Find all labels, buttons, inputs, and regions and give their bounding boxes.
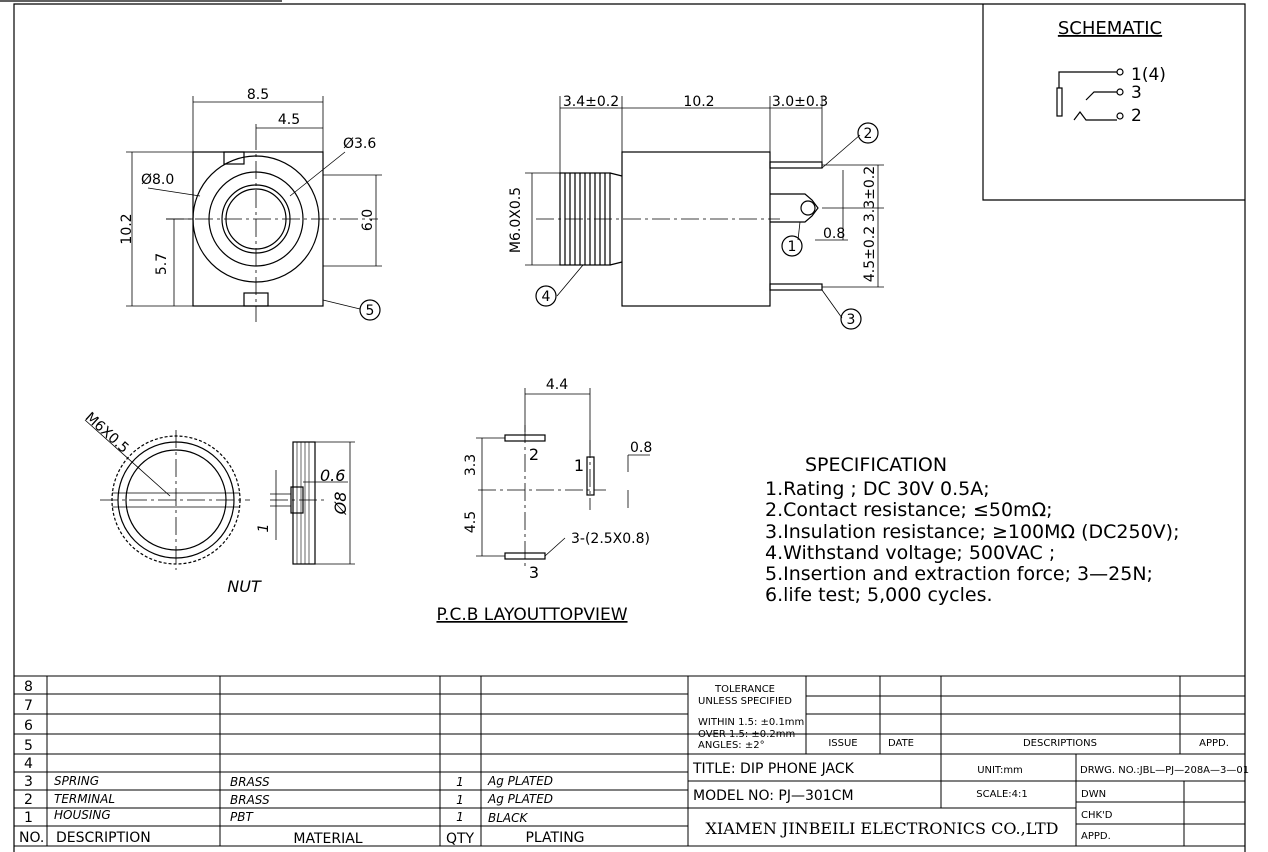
tolerance-title: TOLERANCE	[714, 684, 775, 695]
part-qty: 1	[456, 775, 464, 789]
tolerance-value: WITHIN 1.5: ±0.1mm	[698, 717, 804, 728]
schematic-title: SCHEMATIC	[1058, 18, 1162, 39]
row-number: 3	[24, 774, 33, 790]
pin-length-dim: 3.0±0.3	[772, 94, 828, 110]
part-plating: Ag PLATED	[487, 774, 553, 788]
part-plating: BLACK	[488, 811, 529, 825]
schematic-pin-2: 2	[1131, 106, 1142, 126]
row-number: 2	[24, 792, 33, 808]
header-description: DESCRIPTION	[56, 830, 151, 846]
part-material: PBT	[230, 810, 254, 824]
header-material: MATERIAL	[293, 831, 362, 847]
nut-slot-dim: 1	[256, 524, 272, 533]
tolerance-subtitle: UNLESS SPECIFIED	[698, 696, 792, 707]
schematic: SCHEMATIC 1(4) 3 2	[982, 4, 1245, 201]
rev-header-issue: ISSUE	[828, 738, 857, 749]
title-block: 8 7 6 5 4 3 2 1 SPRING BRASS 1 Ag PLATED…	[14, 675, 1249, 847]
callout-3: 3	[847, 312, 856, 328]
front-width-dim: 8.5	[247, 87, 269, 103]
dwn-label: DWN	[1081, 789, 1106, 800]
specification: SPECIFICATION 1.Rating ; DC 30V 0.5A; 2.…	[765, 454, 1179, 606]
part-qty: 1	[456, 810, 464, 824]
nut-thickness-dim: 0.6	[320, 466, 345, 485]
row-number: 5	[24, 738, 33, 754]
rev-header-date: DATE	[888, 738, 914, 749]
front-thread-height-dim: 6.0	[360, 209, 376, 231]
pcb-pin-width-dim: 0.8	[630, 440, 652, 456]
part-description: HOUSING	[54, 808, 111, 822]
pcb-layout: 4.4 0.8 3.3 4.5 3-(2.5X0.8) 2 1 3 P.C.B …	[436, 377, 652, 625]
part-material: BRASS	[230, 775, 270, 789]
tolerance-value: OVER 1.5: ±0.2mm	[698, 729, 795, 740]
row-number: 1	[24, 810, 33, 826]
schematic-pin-1: 1(4)	[1131, 65, 1166, 85]
tolerance-value: ANGLES: ±2°	[698, 740, 765, 751]
spec-item: 2.Contact resistance; ≤50mΩ;	[765, 499, 1053, 521]
nut-label: NUT	[227, 577, 262, 596]
spec-item: 3.Insulation resistance; ≥100MΩ (DC250V)…	[765, 521, 1179, 543]
pcb-pin-2: 2	[529, 445, 539, 464]
part-plating: Ag PLATED	[487, 792, 553, 806]
appd-label: APPD.	[1081, 831, 1111, 842]
scale: SCALE:4:1	[976, 789, 1028, 800]
outer-diameter-dim: Ø8.0	[141, 172, 174, 188]
pcb-width-dim: 4.4	[546, 377, 568, 393]
callout-2: 2	[864, 126, 873, 142]
pcb-top-spacing-dim: 3.3	[463, 454, 479, 476]
drawing-title: TITLE: DIP PHONE JACK	[692, 761, 855, 777]
front-height-dim: 10.2	[119, 213, 135, 244]
rev-header-appd: APPD.	[1199, 738, 1229, 749]
company-name: XIAMEN JINBEILI ELECTRONICS CO.,LTD	[705, 819, 1058, 838]
header-plating: PLATING	[525, 830, 584, 846]
pcb-bottom-spacing-dim: 4.5	[463, 511, 479, 533]
spec-title: SPECIFICATION	[805, 454, 947, 476]
row-number: 6	[24, 718, 33, 734]
front-view: 8.5 4.5 Ø3.6 Ø8.0 10.2 5.7 6.0 5	[119, 87, 382, 322]
front-half-width-dim: 4.5	[278, 112, 300, 128]
spec-item: 4.Withstand voltage; 500VAC ;	[765, 542, 1055, 564]
part-description: TERMINAL	[54, 792, 115, 806]
row-number: 7	[24, 698, 33, 714]
nut-view: M6X0.5 0.6 Ø8 1 NUT	[82, 409, 355, 596]
part-material: BRASS	[230, 793, 270, 807]
thread-spec-dim: M6.0X0.5	[508, 187, 524, 253]
header-no: NO.	[19, 830, 44, 846]
front-center-height-dim: 5.7	[154, 253, 170, 275]
spec-item: 6.life test; 5,000 cycles.	[765, 584, 993, 606]
part-description: SPRING	[54, 774, 99, 788]
header-qty: QTY	[446, 831, 475, 847]
rev-header-descriptions: DESCRIPTIONS	[1023, 738, 1097, 749]
side-pin-width-dim: 0.8	[823, 226, 845, 242]
drawing-number: DRWG. NO.:JBL—PJ—208A—3—01	[1080, 765, 1249, 776]
spec-item: 5.Insertion and extraction force; 3—25N;	[765, 563, 1153, 585]
nut-diameter-dim: Ø8	[331, 492, 350, 516]
pcb-title: P.C.B LAYOUTTOPVIEW	[436, 605, 627, 625]
sheet-border	[13, 3, 1246, 852]
callout-4: 4	[542, 289, 551, 305]
row-number: 8	[24, 679, 33, 695]
pcb-pin-3: 3	[529, 563, 539, 582]
pcb-pin-1: 1	[574, 456, 584, 475]
side-view: 3.4±0.2 10.2 3.0±0.3 M6.0X0.5 3.3±0.2 4.…	[508, 94, 884, 330]
callout-5: 5	[366, 303, 375, 319]
schematic-pin-3: 3	[1131, 83, 1142, 103]
row-number: 4	[24, 756, 33, 772]
nut-thread-dim: M6X0.5	[82, 409, 132, 456]
callout-1: 1	[788, 239, 797, 255]
unit: UNIT:mm	[977, 765, 1023, 776]
pcb-slot-dim: 3-(2.5X0.8)	[571, 531, 650, 547]
pin-spacing-top-dim: 3.3±0.2	[862, 166, 878, 222]
part-qty: 1	[456, 793, 464, 807]
hole-diameter-dim: Ø3.6	[343, 136, 376, 152]
chkd-label: CHK'D	[1081, 810, 1113, 821]
thread-length-dim: 3.4±0.2	[563, 94, 619, 110]
model-number: MODEL NO: PJ—301CM	[693, 788, 854, 804]
pin-spacing-bottom-dim: 4.5±0.2	[862, 226, 878, 282]
body-length-dim: 10.2	[683, 94, 714, 110]
spec-item: 1.Rating ; DC 30V 0.5A;	[765, 478, 990, 500]
